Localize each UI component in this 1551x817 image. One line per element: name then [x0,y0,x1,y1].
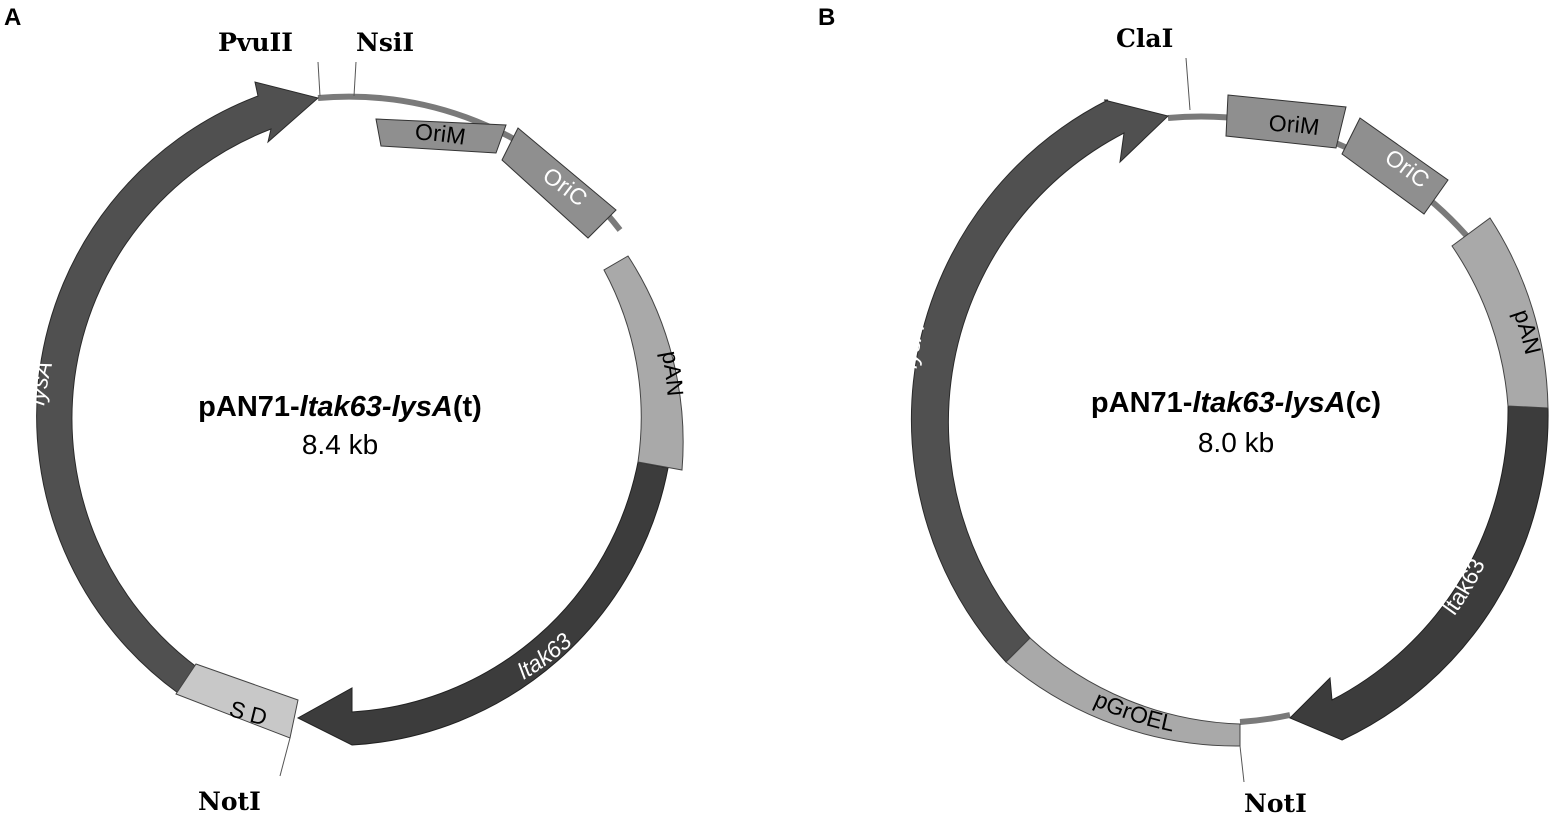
feature-orim-box [375,118,507,154]
title-prefix: pAN71- [1091,387,1193,419]
site-nsii-label: NsiI [356,28,414,57]
feature-pan-box [1451,217,1549,409]
title-gene-1: ltak63 [1192,387,1274,419]
title-dash: - [382,391,392,423]
gene-ltak63-arrow [1289,405,1549,741]
plasmid-size: 8.4 kb [302,429,378,460]
panel-letter: B [818,4,835,31]
plasmid-title: pAN71-ltak63-lysA(c) [1091,387,1381,419]
feature-pan-label: pAN [657,349,689,398]
feature-oric-box [501,127,617,239]
title-suffix: (t) [453,391,482,423]
site-clai-label: ClaI [1116,24,1173,53]
gene-lysa-arrow [910,99,1169,663]
site-noti-line [1239,745,1245,783]
panel-a: A PvuII NsiI NotI OriM OriC pAN [4,4,689,816]
plasmid-title: pAN71-ltak63-lysA(t) [198,391,482,423]
site-nsii-line [353,61,357,97]
plasmid-backbone-bottom [1239,712,1291,725]
title-gene-1: ltak63 [300,391,382,423]
title-dash: - [1275,387,1285,419]
feature-orim-box [1225,94,1347,149]
feature-oric-box [1341,117,1449,215]
gene-ltak63-arrow [296,461,669,746]
feature-pgroel-box [1005,637,1241,747]
title-suffix: (c) [1346,387,1381,419]
site-pvuii-label: PvuII [218,28,293,57]
site-noti-line [279,737,291,777]
site-pvuii-line [317,61,321,97]
feature-pan-box [603,255,684,471]
title-prefix: pAN71- [198,391,300,423]
panel-letter: A [4,4,21,31]
title-gene-2: lysA [392,391,453,423]
site-noti-label: NotI [1244,789,1307,817]
site-clai-line [1185,57,1191,111]
plasmid-size: 8.0 kb [1198,427,1274,458]
site-noti-label: NotI [198,787,261,816]
gene-lysa-arrow [36,81,320,694]
title-gene-2: lysA [1284,387,1345,419]
panel-b: B ClaI NotI OriM OriC pAN [818,4,1549,817]
